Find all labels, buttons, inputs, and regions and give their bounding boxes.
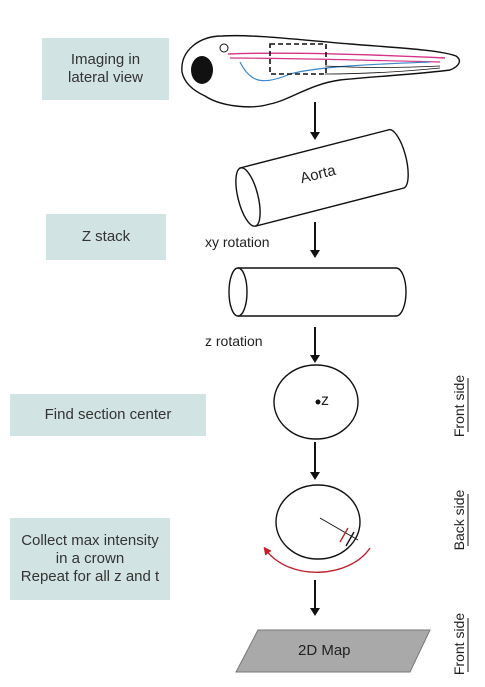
center-dot-icon — [315, 399, 321, 405]
aorta-cylinder-horizontal — [228, 267, 407, 317]
2d-map-shape — [235, 629, 431, 673]
step-find-center-box: Find section center — [10, 394, 206, 436]
step-zstack-label: Z stack — [81, 228, 131, 245]
side-label-front-1: Front side — [451, 374, 467, 438]
step-collect-line3: Repeat for all z and t — [20, 568, 160, 585]
side-label-back: Back side — [451, 489, 467, 551]
step-imaging-line2: lateral view — [67, 69, 144, 86]
step-zstack-box: Z stack — [46, 214, 166, 260]
center-z-label: z — [321, 392, 329, 409]
side-label-front-2: Front side — [451, 612, 467, 676]
crown-circle — [263, 484, 371, 573]
step-collect-line2: in a crown — [55, 550, 125, 567]
zebrafish-embryo-icon — [181, 34, 461, 108]
step-collect-box: Collect max intensity in a crown Repeat … — [10, 518, 170, 600]
step-collect-line1: Collect max intensity — [21, 532, 159, 549]
embryo-otic-icon — [219, 43, 229, 53]
map-label: 2D Map — [298, 642, 351, 659]
rotation-arrow-icon — [263, 546, 371, 573]
imaging-region-box — [269, 43, 327, 75]
aorta-cylinder-tilted — [235, 128, 409, 227]
step-imaging-line1: Imaging in — [70, 51, 141, 68]
step-imaging-box: Imaging in lateral view — [42, 38, 169, 100]
z-rotation-label: z rotation — [205, 333, 263, 349]
section-circle — [273, 364, 359, 440]
embryo-eye-icon — [191, 56, 213, 84]
step-find-center-label: Find section center — [44, 406, 172, 423]
xy-rotation-label: xy rotation — [205, 234, 270, 250]
